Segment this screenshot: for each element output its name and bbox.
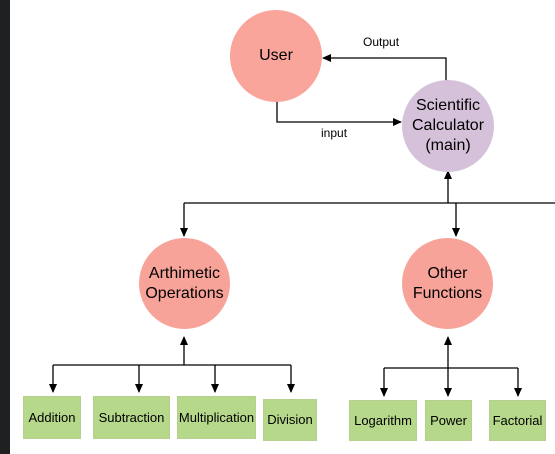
subtraction-node[interactable]: Subtraction <box>93 396 170 439</box>
output-label: Output <box>363 35 400 49</box>
power-node[interactable]: Power <box>425 400 472 441</box>
factorial-node[interactable]: Factorial <box>489 400 546 441</box>
scientific-calculator-main-node[interactable]: Scientific Calculator (main) <box>402 80 494 172</box>
multiplication-node[interactable]: Multiplication <box>177 396 256 439</box>
input-label: input <box>321 126 348 140</box>
addition-node[interactable]: Addition <box>23 396 81 439</box>
edge-main-to-user <box>322 54 447 86</box>
arithmetic-operations-node[interactable]: Arthimetic Operations <box>139 238 230 329</box>
edge-user-to-main <box>276 99 402 126</box>
logarithm-node[interactable]: Logarithm <box>349 400 417 441</box>
user-node[interactable]: User <box>230 10 322 102</box>
other-functions-node[interactable]: Other Functions <box>402 238 493 329</box>
division-node[interactable]: Division <box>263 399 317 441</box>
left-window-edge <box>0 0 10 454</box>
